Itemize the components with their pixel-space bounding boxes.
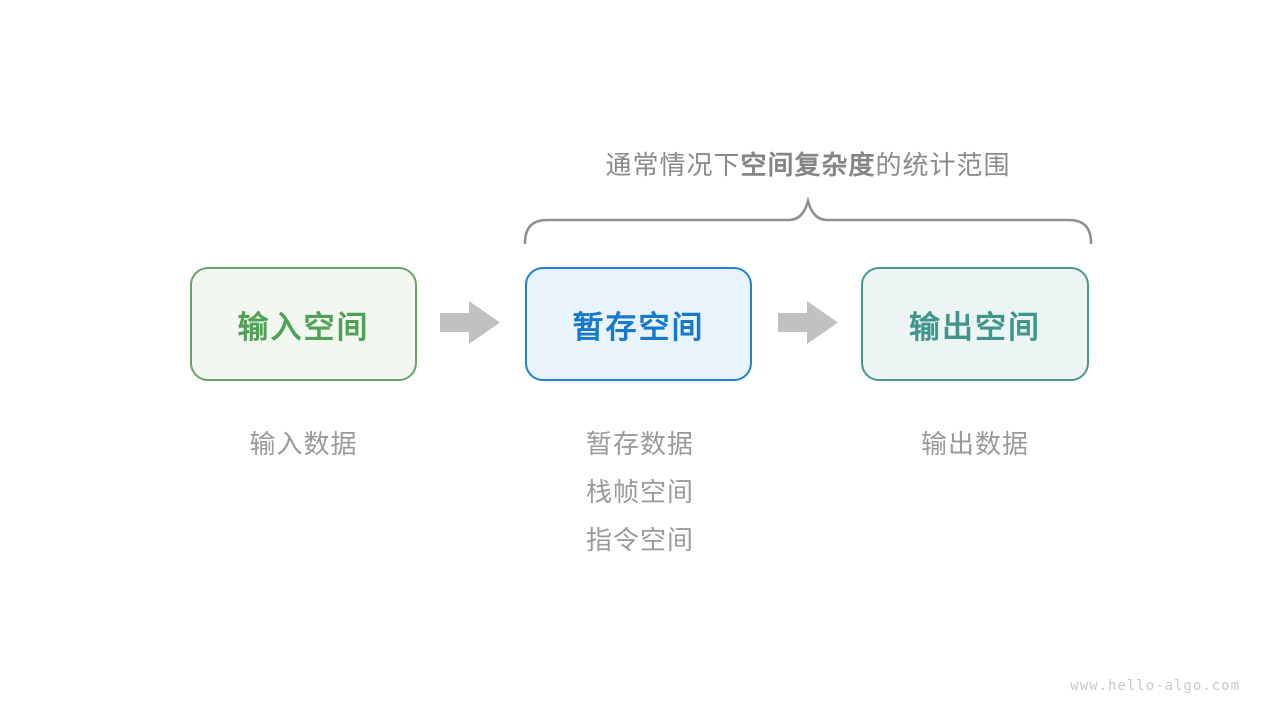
- box-output-space: 输出空间: [861, 267, 1089, 381]
- right-arrow-icon: [440, 301, 500, 344]
- box-input-space: 输入空间: [190, 267, 417, 381]
- note-instruction-space: 指令空间: [586, 525, 695, 555]
- curly-brace-icon: [523, 196, 1093, 245]
- box-input-space-label: 输入空间: [237, 309, 370, 345]
- note-output-data: 输出数据: [920, 429, 1029, 459]
- diagram-title: 通常情况下空间复杂度的统计范围: [505, 145, 1111, 182]
- box-temp-space-label: 暂存空间: [572, 309, 705, 345]
- title-emphasis: 空间复杂度: [740, 150, 876, 180]
- note-temp-data: 暂存数据: [586, 429, 695, 459]
- title-prefix: 通常情况下: [605, 150, 741, 180]
- box-temp-space: 暂存空间: [525, 267, 752, 381]
- right-arrow-icon: [778, 301, 838, 344]
- note-input-data: 输入数据: [249, 429, 358, 459]
- title-suffix: 的统计范围: [875, 150, 1011, 180]
- watermark: www.hello-algo.com: [1070, 678, 1240, 694]
- note-stack-frame-space: 栈帧空间: [586, 477, 695, 507]
- box-output-space-label: 输出空间: [909, 309, 1041, 345]
